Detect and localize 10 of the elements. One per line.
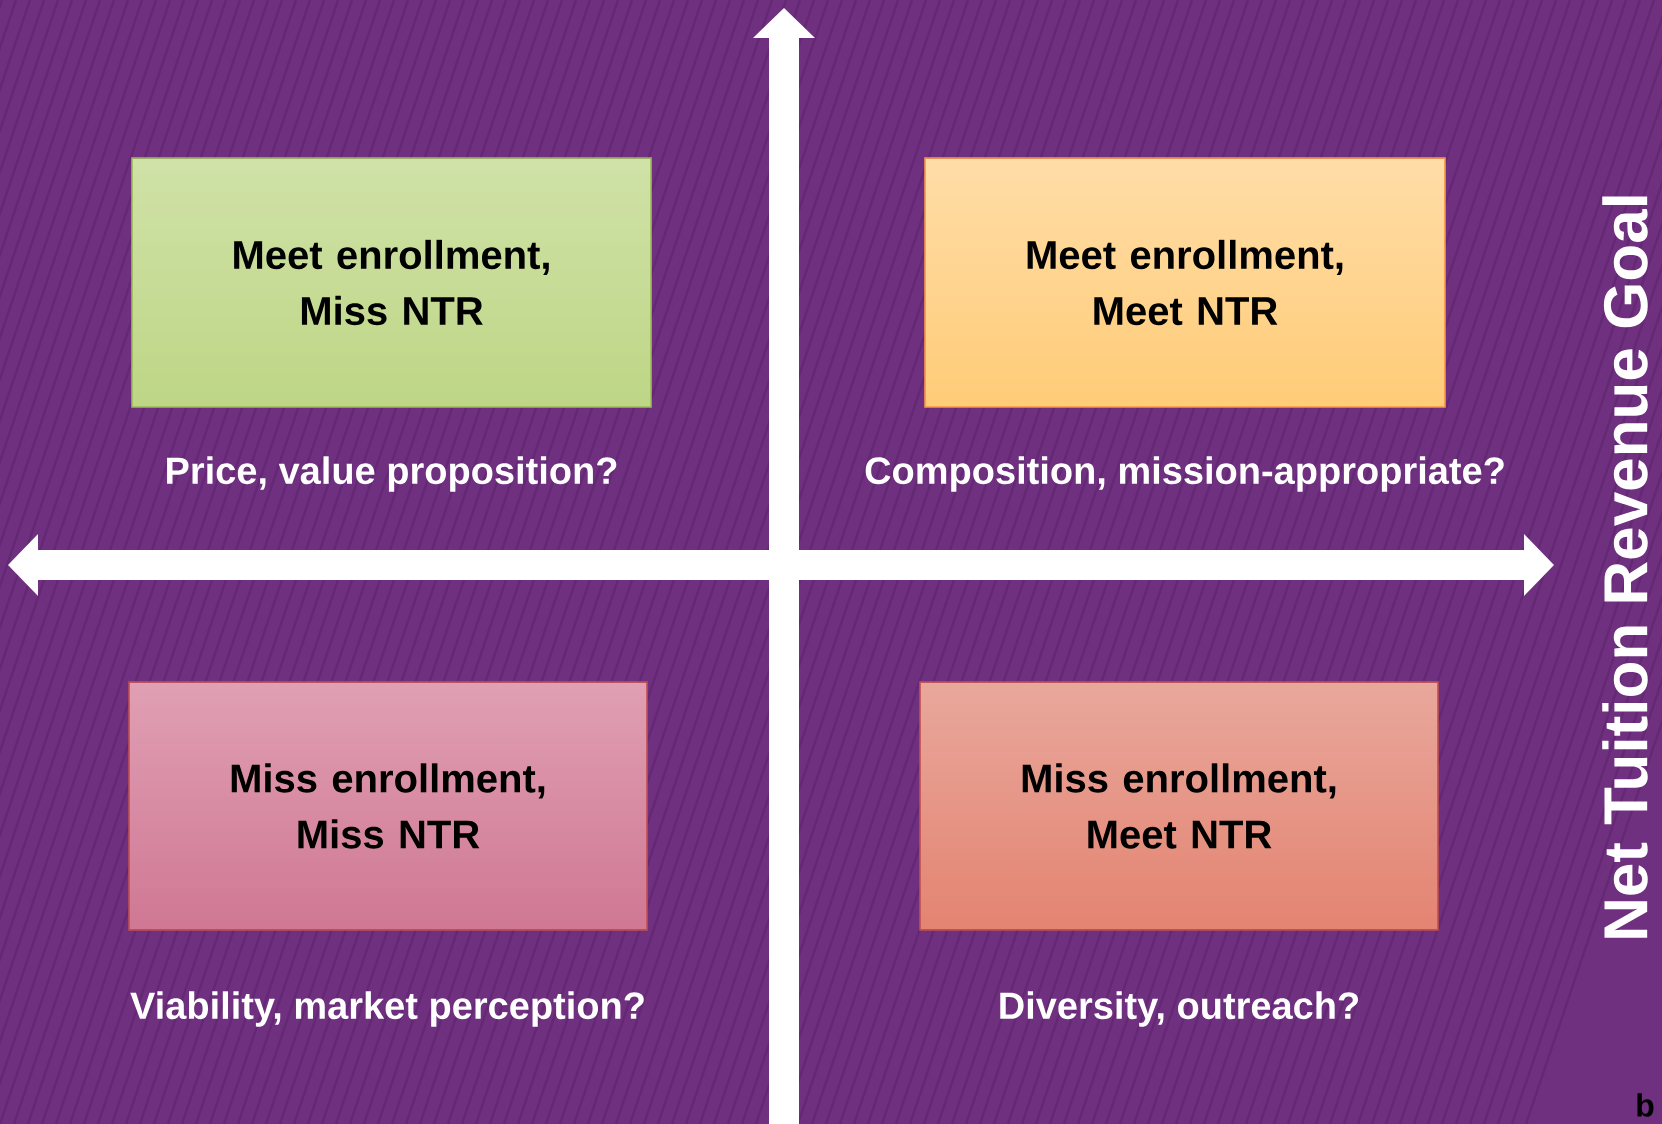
quadrant-box: Meet enrollment, Meet NTR: [924, 157, 1446, 408]
node-label: Viability, market perception?: [130, 991, 644, 1027]
corner-letter: b: [1637, 1093, 1654, 1117]
node-label: Diversity, outreach?: [1000, 991, 1358, 1027]
node-label: Price, value proposition?: [167, 456, 617, 492]
quadrant-box: Meet enrollment, Miss NTR: [131, 157, 652, 408]
node-label: Composition, mission-appropriate?: [865, 456, 1504, 492]
quadrant-box: Miss enrollment, Miss NTR: [128, 681, 648, 931]
quadrant-box: Miss enrollment, Meet NTR: [919, 681, 1439, 931]
axis-title: Net Tuition Revenue Goal: [1602, 196, 1648, 938]
